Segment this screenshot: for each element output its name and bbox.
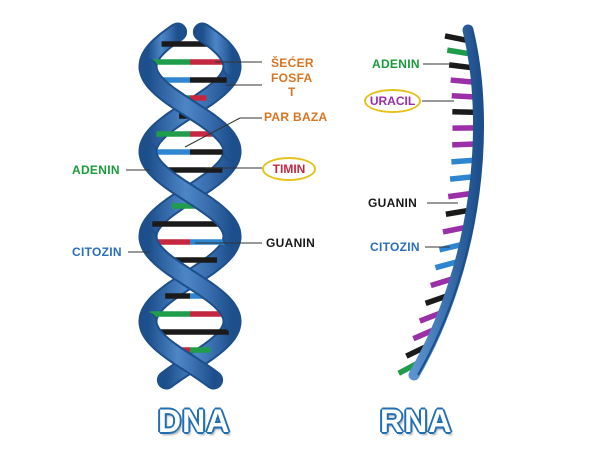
label-rna-guanin: GUANIN bbox=[368, 196, 418, 210]
dna-ribbon bbox=[140, 314, 222, 388]
label-rna-citozin: CITOZIN bbox=[370, 240, 420, 254]
rna-backbone bbox=[408, 24, 485, 381]
dna-title: DNA bbox=[158, 403, 231, 439]
label-par-baza: PAR BAZA bbox=[264, 110, 328, 124]
label-rna-uracil: URACIL bbox=[364, 89, 421, 113]
leader-lines bbox=[126, 61, 458, 253]
label-citozin: CITOZIN bbox=[72, 245, 122, 259]
dna-ribbon bbox=[140, 60, 240, 160]
label-adenin: ADENIN bbox=[72, 163, 120, 177]
label-fosfat: FOSFA T bbox=[271, 71, 313, 99]
dna-ribbon bbox=[140, 230, 240, 330]
label-guanin: GUANIN bbox=[266, 236, 316, 250]
rna-title: RNA bbox=[380, 403, 453, 439]
leader-par-baza-a bbox=[184, 117, 241, 148]
dna-ribbon bbox=[140, 144, 240, 246]
label-secer: ŠEĆER bbox=[271, 56, 314, 70]
label-rna-adenin: ADENIN bbox=[372, 57, 420, 71]
label-timin: TIMIN bbox=[262, 157, 316, 181]
